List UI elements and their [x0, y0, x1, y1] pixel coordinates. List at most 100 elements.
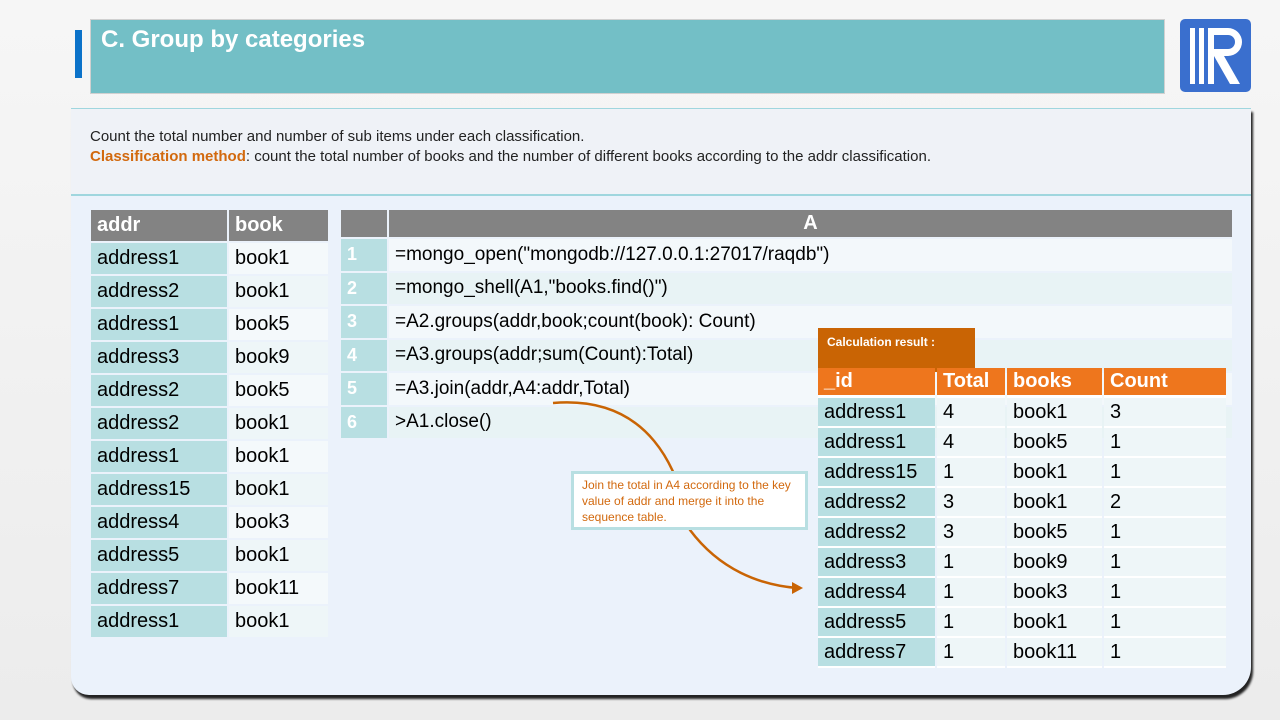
table-cell: book1 [229, 441, 328, 472]
description-line: Count the total number and number of sub… [90, 128, 585, 145]
result-label: Calculation result : [818, 328, 975, 372]
table-row: 2=mongo_shell(A1,"books.find()") [341, 272, 1232, 304]
table-cell: book1 [229, 408, 328, 439]
method-label: Classification method [90, 148, 246, 165]
table-cell: 1 [1104, 458, 1226, 488]
table-cell: 1 [341, 239, 387, 271]
table-cell: book5 [1007, 518, 1102, 548]
table-cell: 3 [937, 518, 1005, 548]
column-header: addr [91, 210, 227, 241]
table-row: 3=A2.groups(addr,book;count(book): Count… [341, 306, 1232, 338]
table-cell: book9 [1007, 548, 1102, 578]
table-cell: address3 [91, 342, 227, 373]
table-cell: book1 [1007, 488, 1102, 518]
table-cell: address1 [818, 428, 935, 458]
column-header: A [389, 210, 1232, 237]
table-cell: address5 [91, 540, 227, 571]
table-cell: book1 [229, 474, 328, 505]
table-cell: address1 [91, 441, 227, 472]
table-cell: address2 [818, 488, 935, 518]
table-cell: 4 [937, 428, 1005, 458]
table-cell: 1 [937, 638, 1005, 668]
method-text: : count the total number of books and th… [245, 148, 931, 165]
table-cell: address2 [818, 518, 935, 548]
table-cell: address3 [818, 548, 935, 578]
table-cell: 5 [341, 373, 387, 405]
table-cell: 1 [1104, 608, 1226, 638]
table-cell: 1 [937, 608, 1005, 638]
column-header: _id [818, 368, 935, 398]
table-cell: =A2.groups(addr,book;count(book): Count) [389, 306, 1232, 338]
table-cell: address15 [818, 458, 935, 488]
annotation-callout: Join the total in A4 according to the ke… [571, 471, 808, 530]
table-cell: 4 [341, 339, 387, 371]
corner-cell [341, 210, 387, 237]
table-cell: book1 [229, 276, 328, 307]
table-cell: =mongo_open("mongodb://127.0.0.1:27017/r… [389, 239, 1232, 271]
description: Count the total number and number of sub… [71, 108, 1251, 196]
table-cell: address1 [91, 606, 227, 637]
title-bar: C. Group by categories [90, 19, 1165, 94]
table-cell: 3 [1104, 398, 1226, 428]
table-cell: book1 [229, 540, 328, 571]
table-cell: book5 [229, 309, 328, 340]
table-cell: address1 [91, 309, 227, 340]
table-cell: 1 [1104, 578, 1226, 608]
arrow-head-icon [792, 582, 803, 594]
table-cell: book3 [229, 507, 328, 538]
table-cell: address2 [91, 408, 227, 439]
table-cell: 6 [341, 406, 387, 438]
column-header: books [1007, 368, 1102, 398]
table-cell: book11 [1007, 638, 1102, 668]
table-cell: =A3.groups(addr;sum(Count):Total) [389, 339, 1232, 371]
table-cell: address7 [818, 638, 935, 668]
table-cell: book9 [229, 342, 328, 373]
table-cell: address4 [818, 578, 935, 608]
table-cell: address4 [91, 507, 227, 538]
logo-icon [1180, 19, 1251, 92]
table-cell: book1 [1007, 608, 1102, 638]
page-title: C. Group by categories [101, 26, 366, 53]
table-cell: book1 [1007, 458, 1102, 488]
table-cell: book11 [229, 573, 328, 604]
table-cell: 1 [1104, 428, 1226, 458]
table-cell: 1 [1104, 518, 1226, 548]
table-cell: address15 [91, 474, 227, 505]
table-cell: 1 [1104, 548, 1226, 578]
table-cell: address2 [91, 276, 227, 307]
title-accent-bar [75, 30, 82, 78]
table-cell: book3 [1007, 578, 1102, 608]
table-cell: 1 [937, 458, 1005, 488]
table-cell: address1 [818, 398, 935, 428]
table-cell: 1 [937, 548, 1005, 578]
column-header: book [229, 210, 328, 241]
table-cell: 2 [341, 272, 387, 304]
table-cell: 2 [1104, 488, 1226, 518]
table-cell: book5 [1007, 428, 1102, 458]
table-row: 1=mongo_open("mongodb://127.0.0.1:27017/… [341, 239, 1232, 271]
table-cell: book1 [1007, 398, 1102, 428]
table-cell: book5 [229, 375, 328, 406]
table-cell: 1 [937, 578, 1005, 608]
table-cell: 1 [1104, 638, 1226, 668]
